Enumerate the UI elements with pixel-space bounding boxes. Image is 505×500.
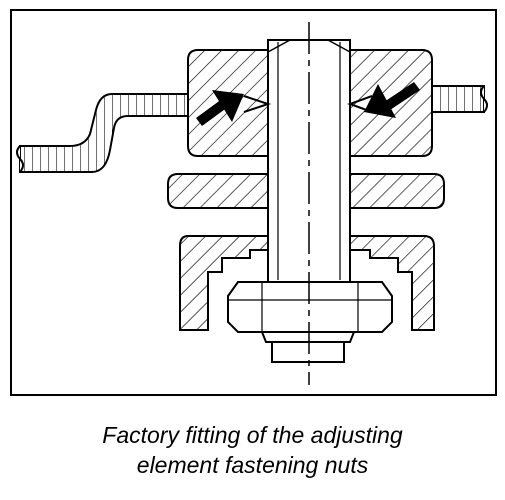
caption-line-1: Factory fitting of the adjusting: [102, 422, 403, 448]
figure-caption: Factory fitting of the adjusting element…: [0, 420, 505, 480]
lower-housing: [179, 235, 435, 331]
nut-flange: [260, 331, 356, 343]
fastening-nut-cross-section-diagram: [10, 9, 497, 396]
arrow-right-icon: [364, 82, 420, 118]
cable-break-right: [480, 85, 488, 113]
diagram-frame: [10, 9, 497, 396]
crimp-notch-right: [347, 95, 373, 113]
caption-line-2: element fastening nuts: [136, 452, 369, 478]
arrow-left-icon: [196, 90, 244, 126]
hex-nut: [227, 281, 393, 333]
crimp-notch-left: [243, 95, 272, 113]
cable-break-left: [16, 145, 24, 173]
cable-rod-left: [19, 93, 207, 173]
shaft-stub: [271, 341, 345, 363]
shaft-chamfer: [267, 39, 351, 53]
